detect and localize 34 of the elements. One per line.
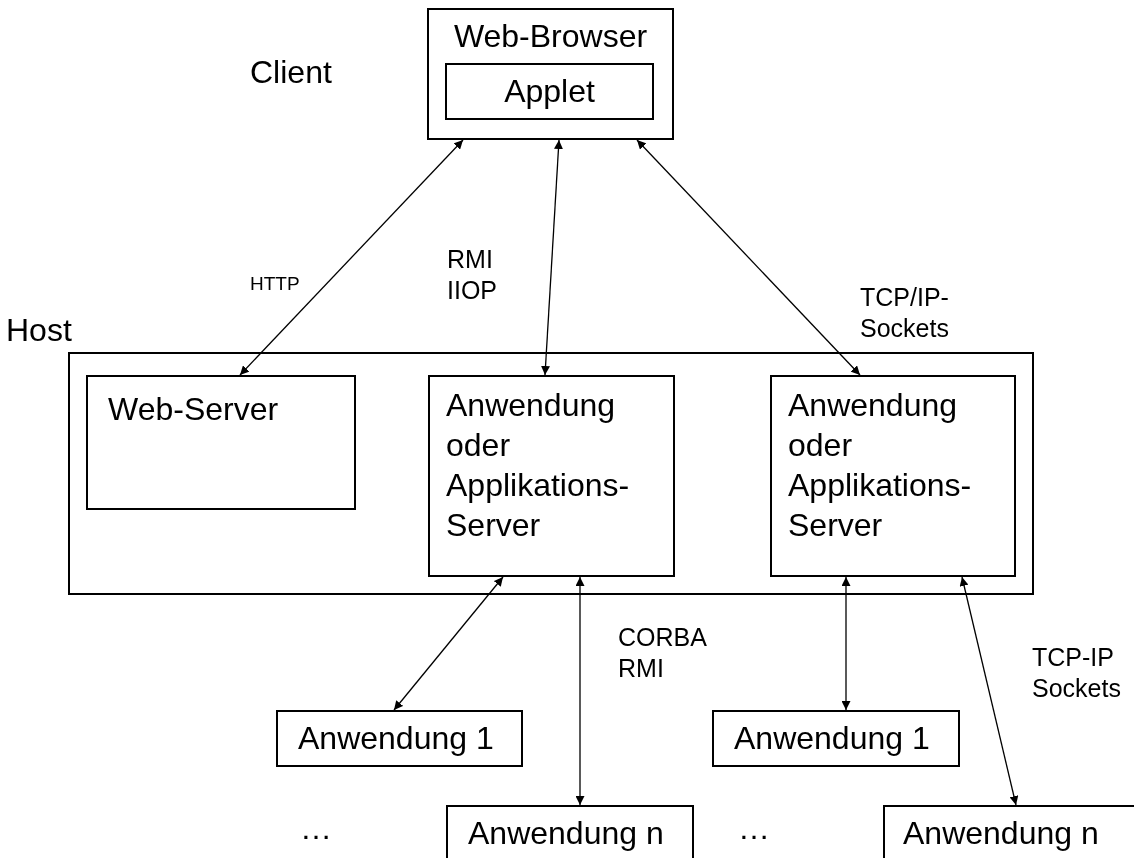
text-label: … xyxy=(300,809,332,848)
process-box xyxy=(86,375,356,510)
process-box xyxy=(770,375,1016,577)
arrow xyxy=(239,139,464,376)
text-label: … xyxy=(738,809,770,848)
process-box xyxy=(712,710,960,767)
process-box xyxy=(276,710,523,767)
box-text: Web-Server xyxy=(107,390,280,429)
box-text: Anwendung n xyxy=(467,814,665,853)
process-box xyxy=(883,805,1134,858)
edge-label: HTTP xyxy=(250,272,300,296)
arrow xyxy=(959,576,1019,806)
arrow xyxy=(393,576,504,711)
arrow xyxy=(636,139,861,376)
box-text: Applet xyxy=(503,72,596,111)
box-text: Web-Browser xyxy=(452,17,649,56)
box-text: Anwendung n xyxy=(902,814,1100,853)
process-box xyxy=(428,375,675,577)
arrow xyxy=(841,576,851,711)
arrow xyxy=(541,139,563,376)
process-box xyxy=(445,63,654,120)
box-text: Host xyxy=(6,311,72,350)
box-text: Anwendung oder Applikations-Server xyxy=(445,386,631,545)
process-box xyxy=(427,8,674,140)
box-text: Anwendung 1 xyxy=(733,719,931,758)
arrow xyxy=(575,576,585,806)
process-box xyxy=(446,805,694,858)
edge-label: TCP-IP Sockets xyxy=(1032,642,1122,705)
edge-label: TCP/IP- Sockets xyxy=(860,282,950,345)
edge-label: CORBA RMI xyxy=(618,622,708,685)
box-text: Anwendung 1 xyxy=(297,719,495,758)
text-label: Client xyxy=(250,53,332,92)
box-text: Anwendung oder Applikations-Server xyxy=(787,386,973,545)
edge-label: RMI IIOP xyxy=(447,244,498,307)
